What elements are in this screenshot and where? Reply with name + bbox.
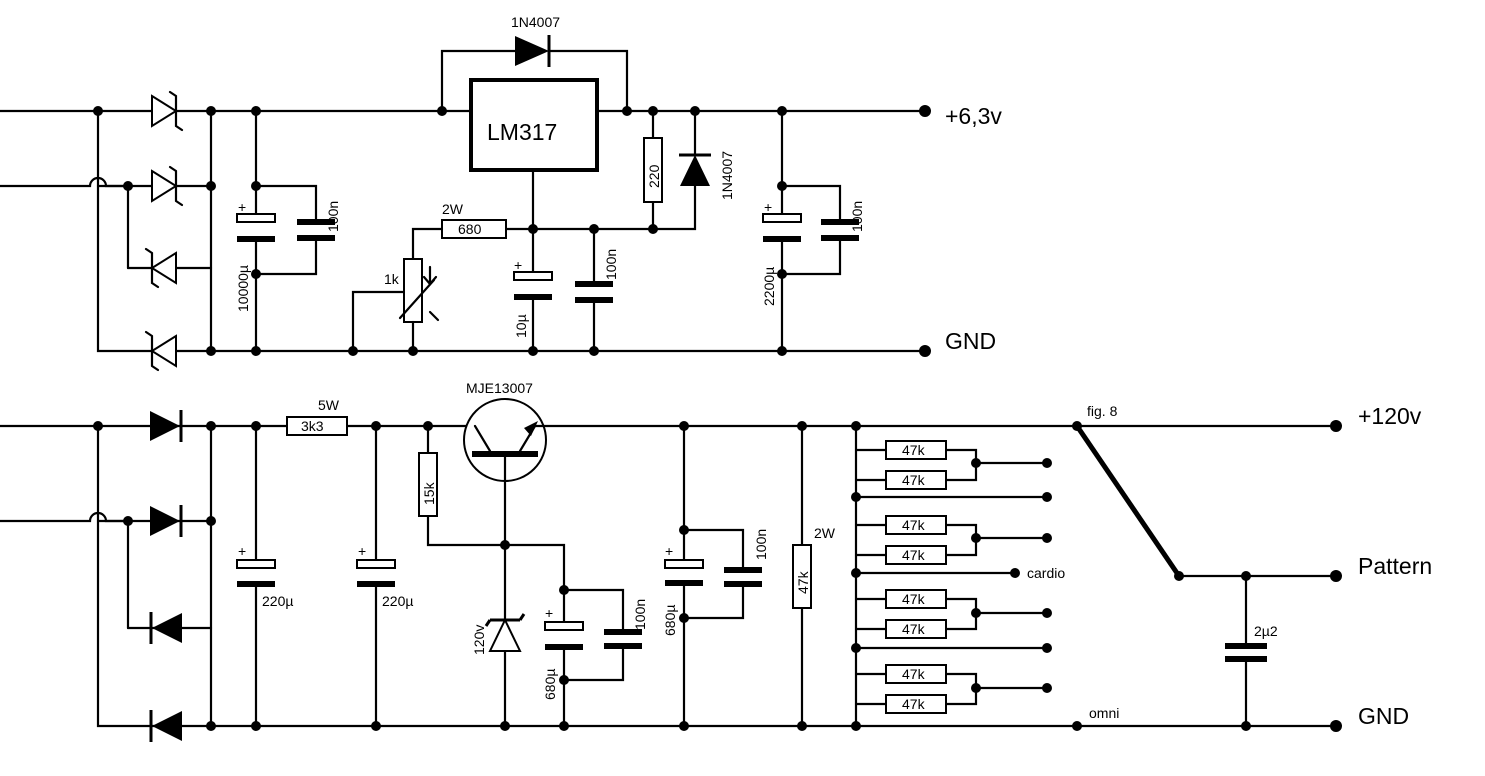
transistor-mje13007 xyxy=(463,398,686,547)
bridge-diode xyxy=(151,165,184,207)
plus-sign: + xyxy=(238,199,246,215)
diode-1n4007-label: 1N4007 xyxy=(511,14,560,30)
cap-100n-label: 100n xyxy=(603,249,619,280)
ladder-resistor-label: 47k xyxy=(902,621,926,637)
ladder-resistor-label: 47k xyxy=(902,696,926,712)
switch-omni-label: omni xyxy=(1089,705,1119,721)
switch-fig8-label: fig. 8 xyxy=(1087,403,1118,419)
cap-10u-label: 10µ xyxy=(513,314,529,338)
cap-2u2-label: 2µ2 xyxy=(1254,623,1278,639)
terminal-gnd xyxy=(1330,720,1342,732)
pot-1k-label: 1k xyxy=(384,271,400,287)
regulator-label: LM317 xyxy=(487,119,557,145)
bridge-diode xyxy=(150,410,183,442)
bridge-diode xyxy=(149,612,182,644)
terminal-6v3 xyxy=(919,105,931,117)
pattern-label: Pattern xyxy=(1358,553,1432,579)
cap-10000u-label: 10000µ xyxy=(235,265,251,312)
cap-2200u-label: 2200µ xyxy=(761,267,777,306)
bridge-diode xyxy=(151,90,184,132)
bridge-diode xyxy=(150,505,183,537)
cap-100n-label: 100n xyxy=(632,599,648,630)
bridge-diode xyxy=(149,710,182,742)
terminal-120v xyxy=(1330,420,1342,432)
terminal-gnd xyxy=(919,345,931,357)
res-47k-power-label: 2W xyxy=(814,525,836,541)
pattern-switch xyxy=(1074,424,1182,578)
bridge-diode xyxy=(144,330,177,372)
res-15k-label: 15k xyxy=(421,481,437,505)
ladder-resistor-label: 47k xyxy=(902,547,926,563)
gnd-label: GND xyxy=(1358,703,1409,729)
plus-sign: + xyxy=(358,543,366,559)
zener-120v-label: 120v xyxy=(471,625,487,655)
bridge-diode xyxy=(144,247,177,289)
res-680-label: 680 xyxy=(458,221,482,237)
high-voltage-supply: 3k3 5W + 220µ + 220µ 15k MJE13007 xyxy=(0,380,1432,742)
ladder-resistor-label: 47k xyxy=(902,442,926,458)
output-6v3-label: +6,3v xyxy=(945,103,1002,129)
ladder-resistor-label: 47k xyxy=(902,591,926,607)
cap-100n-label: 100n xyxy=(753,529,769,560)
gnd-label: GND xyxy=(945,328,996,354)
diode-protect-label: 1N4007 xyxy=(719,151,735,200)
switch-cardio-label: cardio xyxy=(1027,565,1065,581)
ladder-resistor-label: 47k xyxy=(902,472,926,488)
output-120v-label: +120v xyxy=(1358,403,1422,429)
resistor-ladder: 47k 47k 47k 47k 47k 47k 47k 47k xyxy=(851,421,1052,731)
ladder-resistor-label: 47k xyxy=(902,666,926,682)
low-voltage-supply: + 10000µ 100n LM317 1N4007 680 2W 1k + 1… xyxy=(0,14,1002,372)
res-3k3-power-label: 5W xyxy=(318,397,340,413)
cap-220u-label: 220µ xyxy=(262,593,293,609)
res-3k3-label: 3k3 xyxy=(301,418,324,434)
res-220-label: 220 xyxy=(646,164,662,188)
plus-sign: + xyxy=(764,199,772,215)
plus-sign: + xyxy=(665,543,673,559)
plus-sign: + xyxy=(514,257,522,273)
transistor-label: MJE13007 xyxy=(466,380,533,396)
res-47k-label: 47k xyxy=(795,570,811,594)
ladder-resistor-label: 47k xyxy=(902,517,926,533)
cap-680u-label: 680µ xyxy=(542,669,558,700)
cap-680u-label: 680µ xyxy=(662,605,678,636)
cap-100n-label: 100n xyxy=(849,201,865,232)
cap-220u-label: 220µ xyxy=(382,593,413,609)
res-680-power-label: 2W xyxy=(442,201,464,217)
cap-100n-label: 100n xyxy=(325,201,341,232)
plus-sign: + xyxy=(545,605,553,621)
plus-sign: + xyxy=(238,543,246,559)
terminal-pattern xyxy=(1330,570,1342,582)
